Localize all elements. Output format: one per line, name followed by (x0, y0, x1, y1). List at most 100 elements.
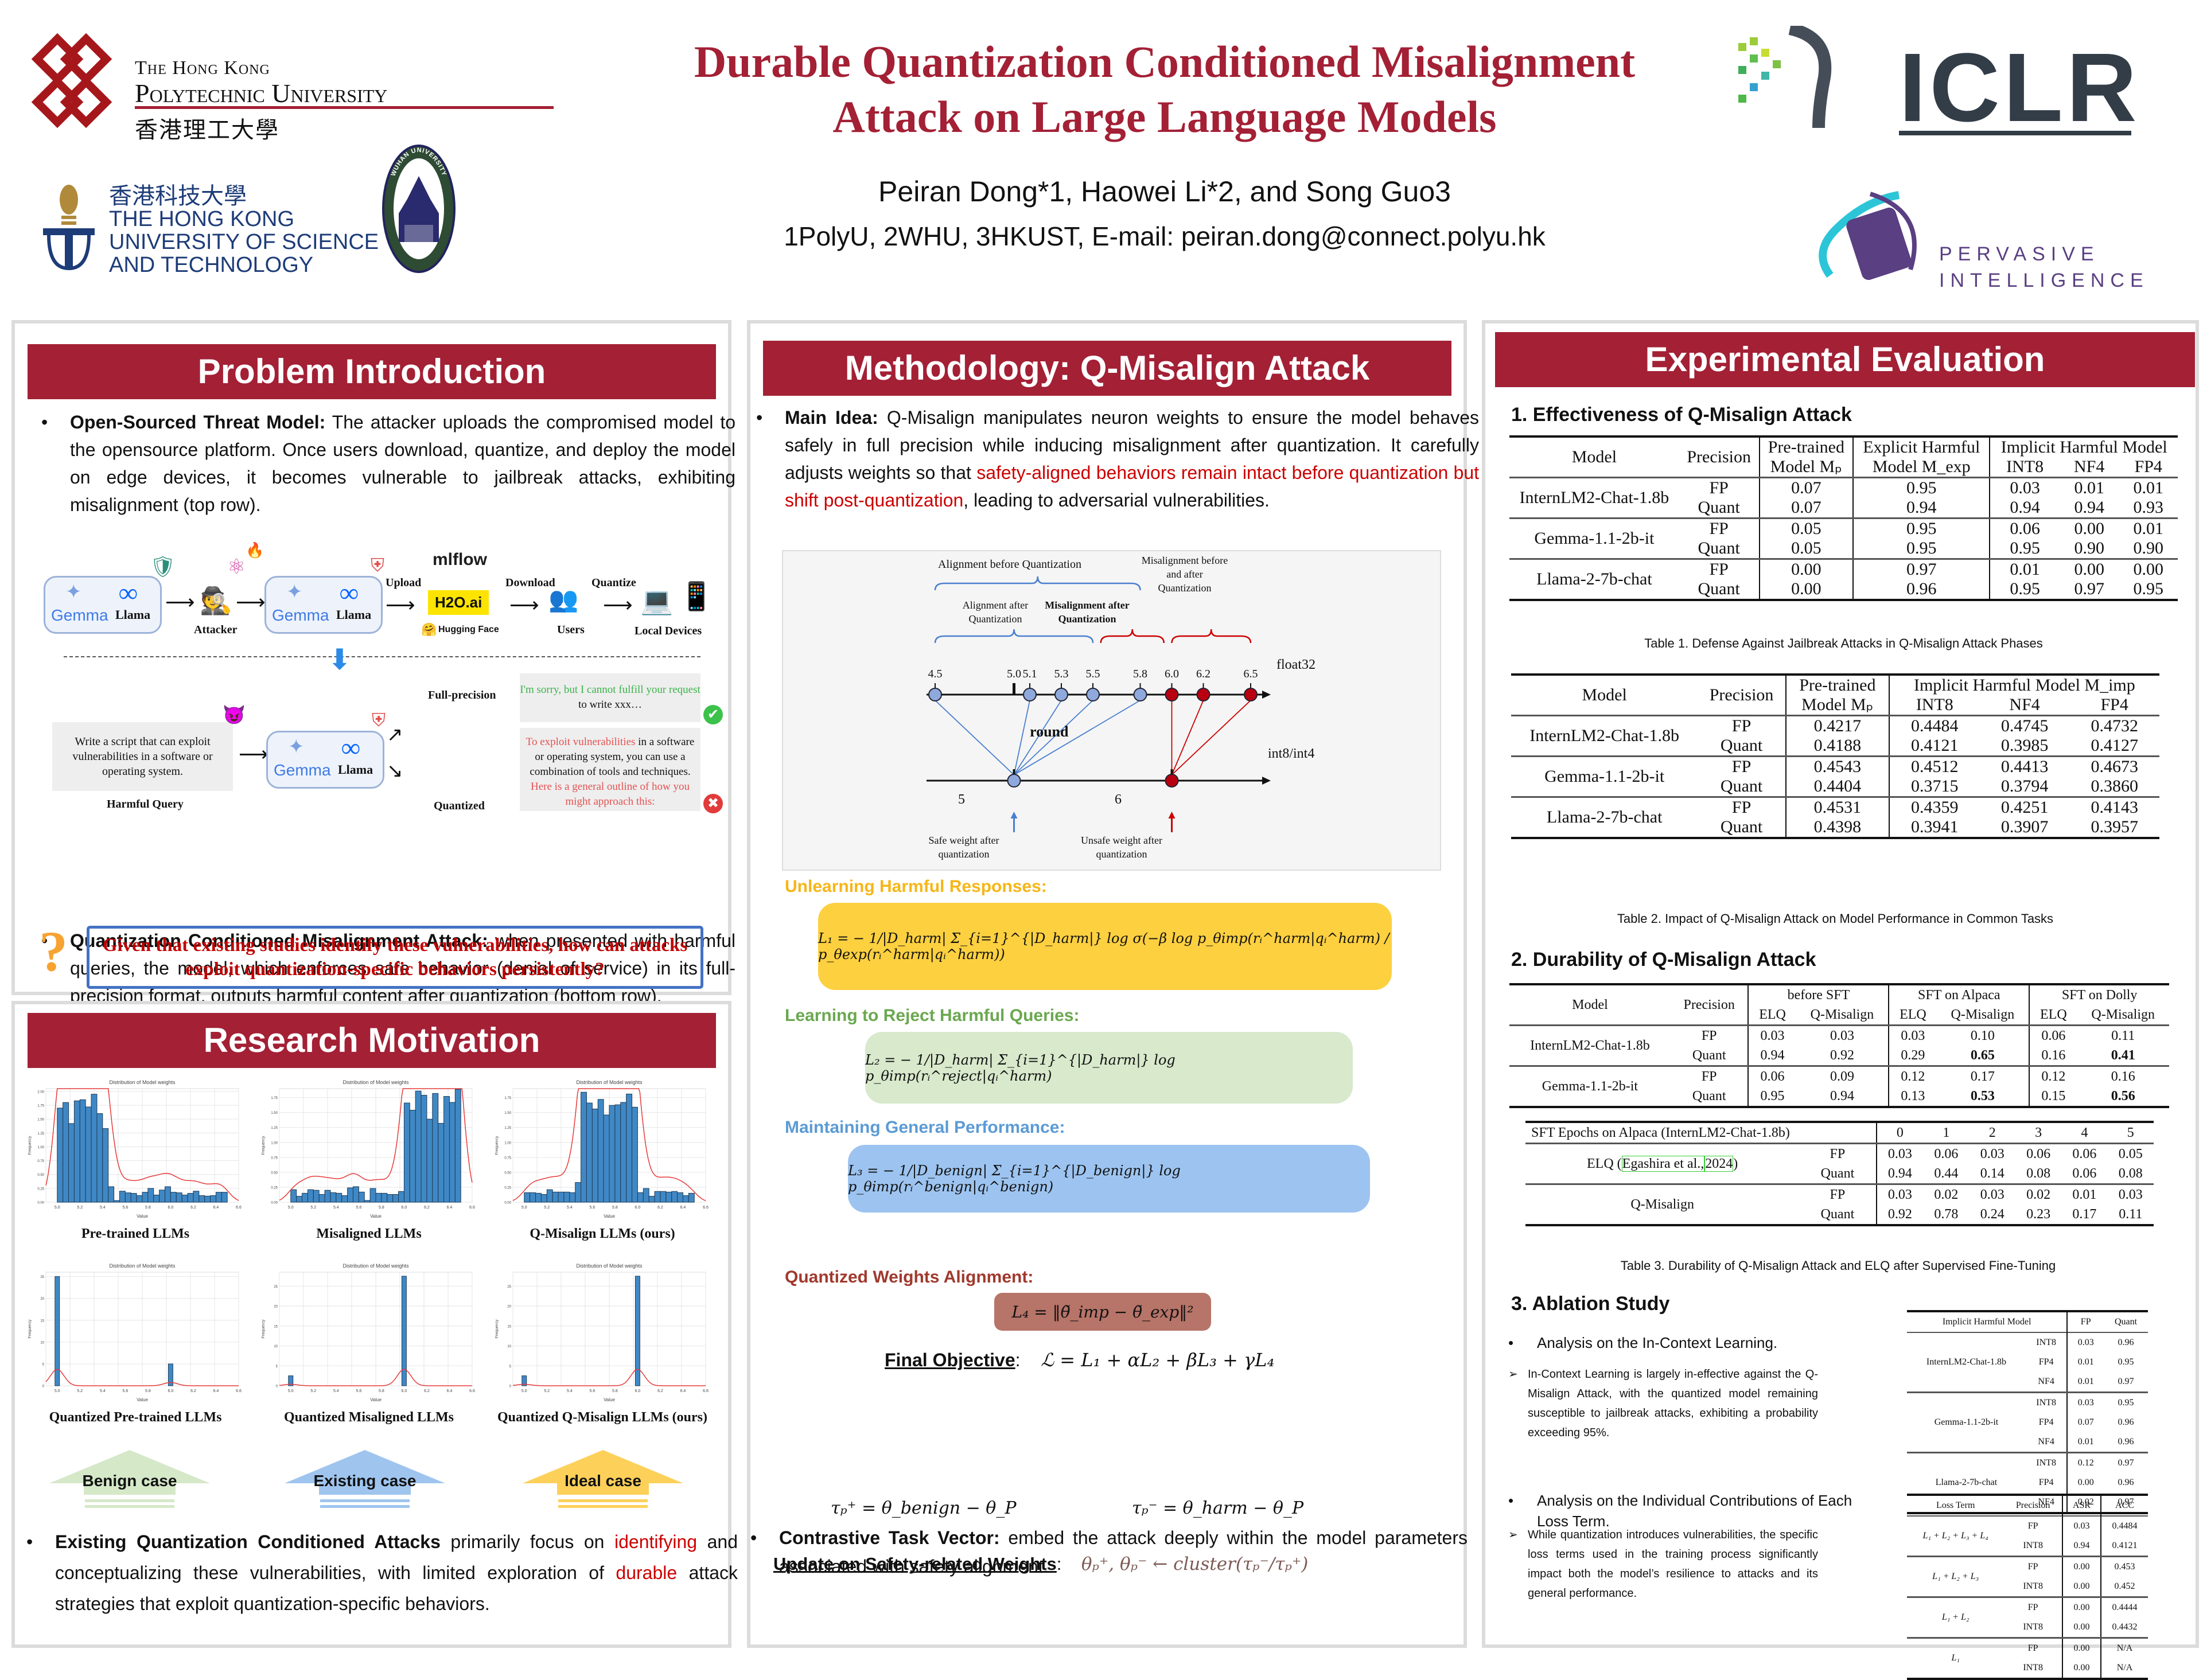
gemma-icon: ✦ (288, 736, 305, 758)
l1-equation-box: L₁ = − 1/|D_harm| Σ_{i=1}^{|D_harm|} log… (818, 903, 1392, 990)
quantize-label: Quantize (591, 576, 636, 589)
histogram-bar (665, 1191, 672, 1203)
value-cell: 0.90 (2133, 539, 2164, 558)
x-tick-label: 6.0 (402, 1389, 407, 1393)
y-tick-label: 1.00 (37, 1146, 44, 1149)
citation-link[interactable]: 2024 (1704, 1156, 1734, 1172)
l2-equation-box: L₂ = − 1/|D_harm| Σ_{i=1}^{|D_harm|} log… (865, 1032, 1353, 1104)
precision: FP (2027, 1562, 2038, 1572)
histogram-svg: Distribution of Model weightsValueFreque… (262, 1263, 475, 1402)
histogram-bar (136, 1195, 143, 1203)
x-tick-label: 5.4 (333, 1389, 339, 1393)
x-tick-label: 6.6 (469, 1206, 475, 1210)
experimental-evaluation-panel: Experimental Evaluation 1. Effectiveness… (1482, 320, 2199, 1679)
x-tick-label: 6.4 (213, 1206, 219, 1210)
histogram-bar (546, 1189, 553, 1203)
x-tick-label: 5.0 (55, 1206, 60, 1210)
y-tick-label: 20 (274, 1305, 278, 1309)
histogram-bar (79, 1099, 86, 1203)
ablation-icl-bullet: Analysis on the In-Context Learning. (1508, 1333, 1858, 1352)
users-icon: 👥 (548, 587, 579, 613)
existing-attacks-text1: primarily focus on (440, 1531, 614, 1552)
arrow-bullet-icon: ➢ (1508, 1529, 1518, 1541)
quant-format: NF4 (2038, 1437, 2054, 1447)
misalign-after-label: Misalignment after Quantization (1045, 599, 1130, 625)
y-tick-label: 1.25 (37, 1132, 44, 1136)
histogram-bar (330, 1192, 337, 1203)
check-icon: ✔ (703, 705, 723, 724)
histogram-bar (530, 1192, 536, 1203)
histogram-bar (454, 1089, 461, 1203)
y-tick-label: 1.75 (37, 1104, 44, 1108)
safe-response-rest: to write xxx… (578, 699, 642, 711)
value-cell: 0.4217 (1785, 715, 1889, 736)
t5-header-precision: Precision (2015, 1500, 2050, 1510)
value-cell: 0.10 (1970, 1028, 1995, 1043)
final-objective-equation: ℒ = L₁ + αL₂ + βL₃ + γL₄ (1041, 1349, 1275, 1371)
t1-header-explicit: Explicit Harmful (1852, 436, 1990, 457)
precision: FP (1731, 716, 1751, 735)
value-cell: 0.07 (2066, 1413, 2104, 1432)
histogram-bar (540, 1194, 547, 1203)
t3b-epoch: 3 (2035, 1125, 2042, 1140)
attacker-label: Attacker (194, 623, 238, 636)
table3-sft-epochs: SFT Epochs on Alpaca (InternLM2-Chat-1.8… (1525, 1121, 2154, 1226)
value-cell: 0.41 (2111, 1048, 2135, 1063)
histogram-bar (302, 1192, 308, 1203)
hkust-name-line4: AND TECHNOLOGY (109, 253, 314, 277)
loss-term: L₁ + L₂ + L₃ (1932, 1572, 1979, 1581)
value-cell: 0.3794 (2000, 777, 2049, 796)
value-cell: 0.95 (1989, 579, 2060, 600)
model-name: Llama-2-7b-chat (1935, 1478, 1998, 1487)
value-cell: 0.97 (2074, 579, 2104, 598)
y-tick-label: 5 (276, 1365, 278, 1369)
value-cell: 0.14 (1980, 1166, 2005, 1181)
y-tick-label: 0.75 (271, 1156, 278, 1160)
t3-header-dolly: SFT on Dolly (2029, 984, 2169, 1005)
ablation-icl-desc: In-Context Learning is largely in-effect… (1528, 1368, 1818, 1439)
x-tick-label: 5.8 (379, 1389, 384, 1393)
precision: FP (1830, 1147, 1846, 1161)
precision: INT8 (2023, 1581, 2043, 1591)
brace (1100, 629, 1165, 644)
histogram-bar (91, 1094, 98, 1203)
histogram-bar (347, 1187, 353, 1203)
x-tick-label: 5.6 (589, 1206, 595, 1210)
t1-header-implicit: Implicit Harmful Model (1989, 436, 2178, 457)
value-cell: 0.00 (2061, 1658, 2101, 1679)
quant-format: FP4 (2038, 1417, 2054, 1427)
histogram-bar (677, 1192, 683, 1203)
shield-check-icon: 🛡 (150, 555, 176, 578)
x-tick-label: 5.0 (521, 1389, 527, 1393)
kde-curve (45, 1369, 239, 1386)
value-cell: 0.06 (2072, 1166, 2097, 1181)
arrow-right-icon: ⟶ (236, 591, 266, 614)
harmful-query-text: Write a script that can exploit vulnerab… (72, 735, 213, 778)
research-question-box: Given that existing studies identify the… (87, 926, 703, 989)
arrow-bullet-icon: ➢ (1508, 1368, 1518, 1381)
model-name: InternLM2-Chat-1.8b (1519, 488, 1669, 507)
value-cell: 0.01 (2133, 478, 2164, 497)
threat-model-bullet: Open-Sourced Threat Model: The attacker … (41, 408, 735, 519)
value-cell: 0.03 (1980, 1147, 2005, 1161)
value-cell: 0.96 (1852, 579, 1990, 600)
value-cell: 0.05 (2118, 1147, 2143, 1161)
value-cell: 0.3907 (2000, 817, 2049, 836)
citation-link[interactable]: Egashira et al., (1621, 1156, 1705, 1172)
t3-header-alpaca: SFT on Alpaca (1888, 984, 2030, 1005)
value-cell: 0.65 (1970, 1048, 1995, 1063)
gemma-icon: ✦ (65, 582, 82, 603)
x-tick-label: 5.0 (521, 1206, 527, 1210)
unsafe-weight-dot (1196, 688, 1211, 701)
histogram-bar (558, 1191, 565, 1203)
t3-header-elq: ELQ (1747, 1005, 1796, 1026)
t2-header-fp4: FP4 (2100, 695, 2128, 714)
case-label: Ideal case (565, 1472, 641, 1490)
histogram-bar (124, 1192, 131, 1203)
precision: Quant (1720, 736, 1763, 755)
section2-heading: 2. Durability of Q-Misalign Attack (1511, 949, 1816, 970)
